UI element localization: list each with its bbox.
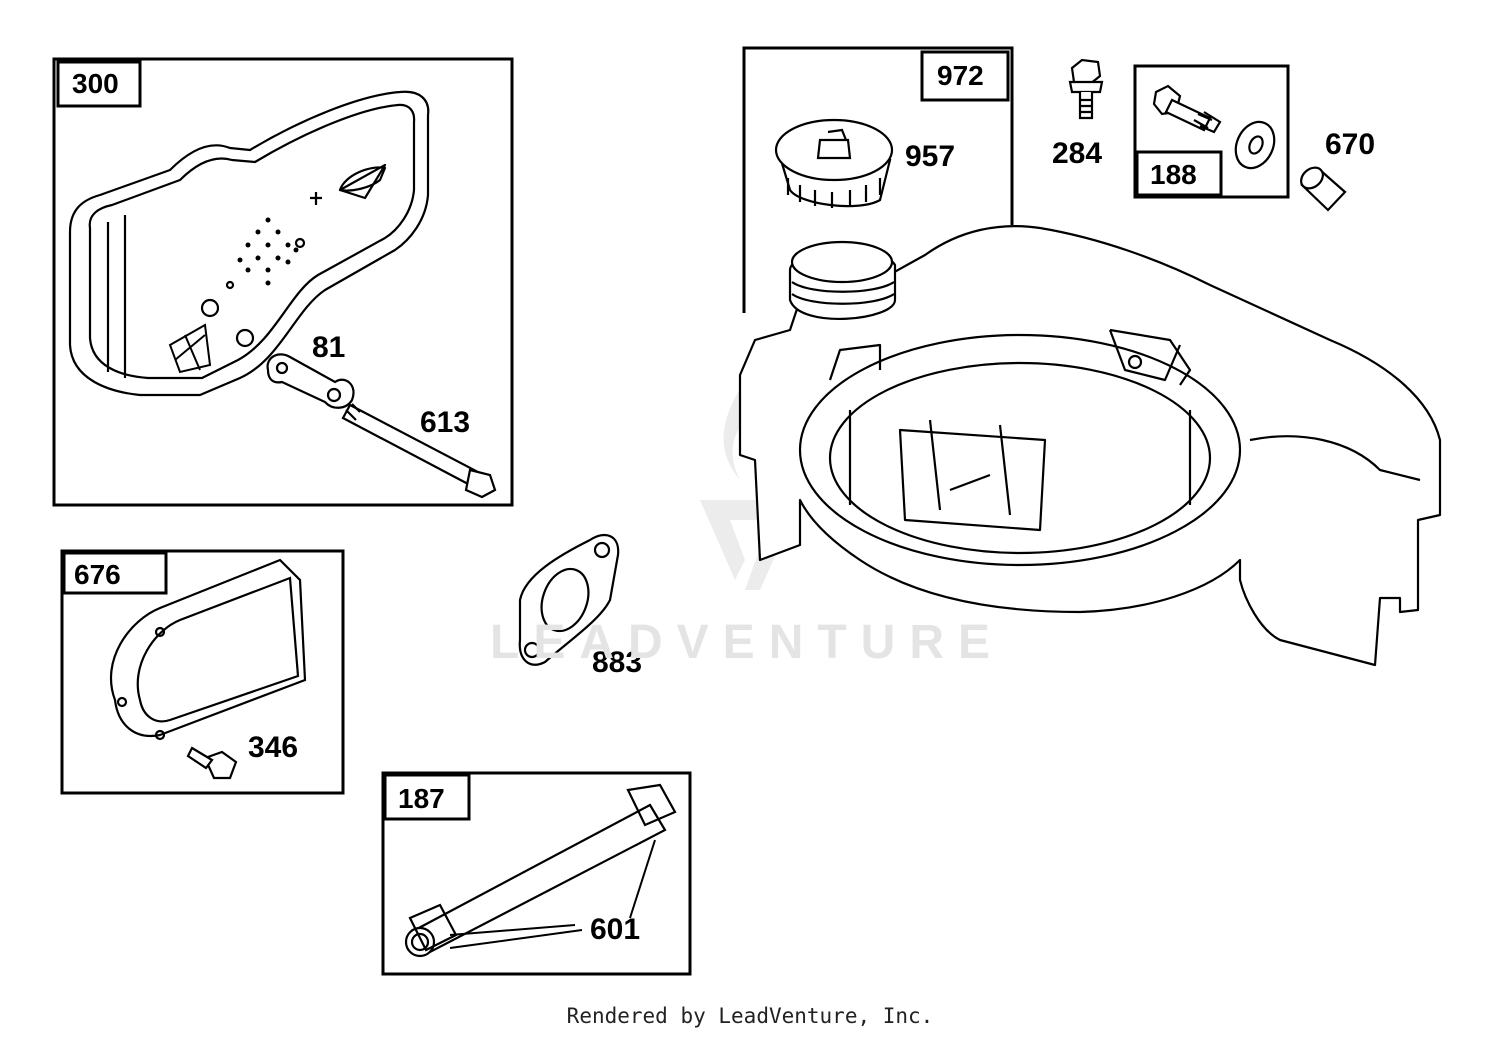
footer-credit: Rendered by LeadVenture, Inc.	[566, 1004, 934, 1028]
blower-housing	[738, 225, 1442, 667]
kit-676-frame	[60, 549, 345, 795]
kit-label-187: 187	[398, 783, 445, 814]
callout-284: 284	[1052, 137, 1103, 170]
watermark-text: LEADVENTURE	[490, 616, 1005, 669]
muffler-dots	[237, 217, 299, 286]
part-883-gasket	[518, 533, 620, 666]
part-188-bolt-washer	[1152, 84, 1276, 170]
kit-187-frame	[381, 771, 692, 976]
kit-label-188: 188	[1150, 159, 1197, 190]
warning-symbol-icon	[168, 323, 212, 374]
fill-neck	[788, 240, 897, 321]
part-284-bolt	[1068, 58, 1104, 120]
part-670-bushing	[1300, 166, 1347, 212]
callout-81: 81	[312, 331, 346, 364]
part-187-fuel-line	[404, 783, 677, 958]
kit-label-676: 676	[74, 559, 121, 590]
kit-972-frame	[742, 46, 1014, 313]
kit-188-frame	[1133, 64, 1290, 199]
part-957-fuel-cap	[774, 118, 894, 208]
callout-613: 613	[420, 406, 471, 439]
kit-label-300: 300	[72, 68, 119, 99]
part-613-stud	[341, 403, 497, 499]
callout-601: 601	[590, 913, 641, 946]
kit-300-frame	[52, 57, 514, 507]
callout-883: 883	[592, 646, 643, 679]
part-676-guard	[109, 558, 307, 741]
callout-957: 957	[905, 140, 956, 173]
callout-346: 346	[248, 731, 299, 764]
kit-label-972: 972	[937, 60, 984, 91]
leader-lines	[449, 839, 656, 949]
callout-670: 670	[1325, 128, 1376, 161]
part-81-gasket	[266, 353, 355, 409]
part-346-screw	[186, 746, 238, 780]
